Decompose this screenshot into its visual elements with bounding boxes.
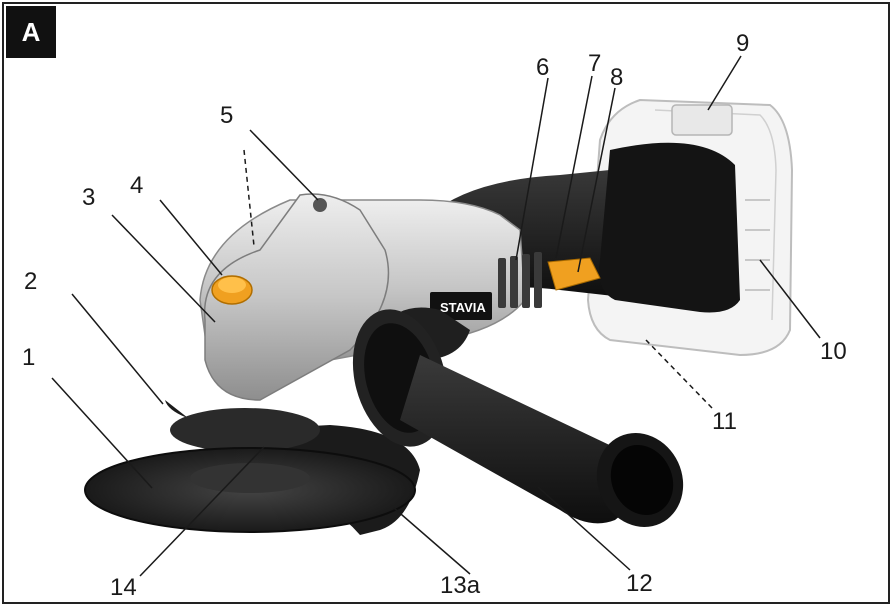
ventilation-slots <box>498 252 542 308</box>
side-handle-thread <box>313 198 327 212</box>
callout-1: 1 <box>22 344 36 371</box>
callout-5: 5 <box>220 102 234 129</box>
callout-3: 3 <box>82 184 96 211</box>
callout-6: 6 <box>536 54 550 81</box>
callout-14: 14 <box>110 574 137 601</box>
on-off-switch <box>547 257 601 291</box>
auxiliary-handle <box>352 307 684 527</box>
callout-2: 2 <box>24 268 38 295</box>
disc-center <box>190 463 310 493</box>
callout-11: 11 <box>712 408 737 435</box>
callout-9: 9 <box>736 30 750 57</box>
panel-label-badge: A <box>6 6 56 58</box>
callout-7: 7 <box>588 50 602 77</box>
callout-8: 8 <box>610 64 624 91</box>
battery-release-button <box>671 104 733 136</box>
brand-label-panel <box>430 292 492 320</box>
leader-lines <box>51 55 821 577</box>
spindle-lock-highlight <box>218 277 246 293</box>
flange-nut <box>170 408 320 452</box>
callout-13a: 13a <box>440 572 481 599</box>
battery-connector <box>599 142 740 313</box>
callout-10: 10 <box>820 338 847 365</box>
callout-4: 4 <box>130 172 144 199</box>
gear-head <box>203 193 390 401</box>
callout-12: 12 <box>626 570 653 597</box>
brand-label: STAVIA <box>440 300 486 315</box>
